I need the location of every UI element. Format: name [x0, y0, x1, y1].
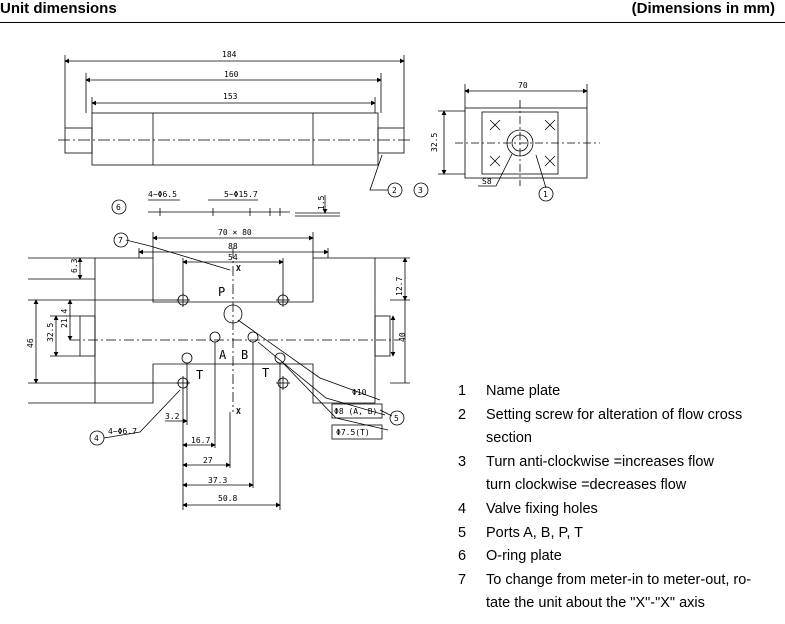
dim-holes-6-7: 4−Φ6.7 — [108, 427, 137, 436]
legend-text: O-ring plate — [486, 548, 562, 565]
legend-number: 7 — [458, 571, 467, 588]
units-note: (Dimensions in mm) — [631, 0, 775, 17]
dim-6-3: 6.3 — [70, 258, 79, 273]
label-frame-phi8 — [331, 403, 383, 419]
callout-circle-3 — [413, 182, 429, 198]
callout-circle-7 — [113, 232, 129, 248]
callout-1: 1 — [543, 190, 548, 199]
legend-item: 1 Name plate — [458, 380, 783, 404]
port-a-label: A — [219, 348, 227, 362]
legend-number: 6 — [458, 548, 467, 565]
legend-number: 1 — [458, 383, 467, 399]
dim-side-32-5: 32.5 — [430, 133, 439, 152]
label-frame-phi75 — [331, 424, 383, 440]
legend-number: 5 — [458, 524, 467, 541]
dim-phi10: Φ10 — [352, 388, 367, 397]
dim-32-5: 32.5 — [46, 323, 55, 342]
page-title: Unit dimensions — [0, 0, 117, 17]
callout-2: 2 — [392, 186, 397, 195]
dim-88: 88 — [228, 242, 238, 251]
legend-item: 3 Turn anti-clockwise =increases flow tur… — [458, 451, 783, 498]
callout-circle-5 — [389, 410, 405, 426]
dim-phi7-5: Φ7.5(T) — [336, 428, 370, 437]
callout-circle-6 — [111, 199, 127, 215]
dim-54: 54 — [228, 253, 238, 262]
callout-3: 3 — [418, 186, 423, 195]
legend-item: 7 To change from meter-in to meter-out, … — [458, 569, 783, 616]
legend-text: tate the unit about the "X"-"X" axis — [486, 595, 705, 612]
dim-1-5: 1.5 — [317, 195, 326, 210]
dim-holes-6-5: 4−Φ6.5 — [148, 190, 177, 199]
dim-s8: S8 — [482, 177, 492, 186]
dim-phi8: Φ8 (A, B) — [334, 407, 377, 416]
side-view — [438, 84, 600, 189]
legend-list: 1 Name plate 2 Setting screw for alterat… — [458, 380, 783, 616]
dim-37-3: 37.3 — [208, 476, 227, 485]
port-t-left-label: T — [196, 368, 203, 382]
dim-27: 27 — [203, 456, 213, 465]
dim-184: 184 — [222, 50, 237, 59]
callout-circle-4 — [89, 430, 105, 446]
legend-text: Turn anti-clockwise =increases flow — [486, 453, 714, 470]
axis-x-bottom: X — [236, 407, 241, 416]
legend-text: section — [486, 430, 532, 447]
dim-3-2: 3.2 — [165, 412, 180, 421]
callout-4: 4 — [94, 434, 99, 443]
legend-item: 6 O-ring plate — [458, 545, 783, 569]
legend-text: Setting screw for alteration of flow cro… — [486, 406, 743, 423]
axis-x-top: X — [236, 264, 241, 273]
legend-text: Name plate — [486, 383, 561, 399]
callout-circle-1 — [538, 186, 554, 202]
legend-text: To change from meter-in to meter-out, ro… — [486, 571, 752, 588]
dim-46: 46 — [26, 338, 35, 348]
legend-text: Ports A, B, P, T — [486, 524, 583, 541]
legend-number: 4 — [458, 500, 467, 517]
dim-side-70: 70 — [518, 81, 528, 90]
dim-12-7: 12.7 — [395, 277, 404, 296]
legend-item: 4 Valve fixing holes — [458, 498, 783, 522]
port-b-label: B — [241, 348, 248, 362]
legend-text: Valve fixing holes — [486, 500, 598, 517]
top-view — [58, 55, 410, 191]
dim-70x80: 70 × 80 — [218, 228, 252, 237]
legend-item: 2 Setting screw for alteration of flow c… — [458, 404, 783, 451]
port-p-label: P — [218, 285, 225, 299]
callout-circle-2 — [387, 182, 403, 198]
legend-item: 5 Ports A, B, P, T — [458, 522, 783, 546]
legend-number: 2 — [458, 406, 467, 423]
dim-holes-15-7: 5−Φ15.7 — [224, 190, 258, 199]
dim-50-8: 50.8 — [218, 494, 237, 503]
dim-40: 40 — [398, 332, 407, 342]
callout-5: 5 — [394, 414, 399, 423]
dim-21-4: 21.4 — [60, 309, 69, 328]
page-header: Unit dimensions (Dimensions in mm) — [0, 0, 785, 23]
port-t-right-label: T — [262, 366, 269, 380]
plan-view — [28, 195, 410, 510]
callout-7: 7 — [118, 236, 123, 245]
dim-16-7: 16.7 — [191, 436, 210, 445]
legend-text: turn clockwise =decreases flow — [486, 477, 687, 494]
dim-160: 160 — [224, 70, 239, 79]
legend-number: 3 — [458, 453, 467, 470]
dim-153: 153 — [223, 92, 238, 101]
callout-6: 6 — [116, 203, 121, 212]
